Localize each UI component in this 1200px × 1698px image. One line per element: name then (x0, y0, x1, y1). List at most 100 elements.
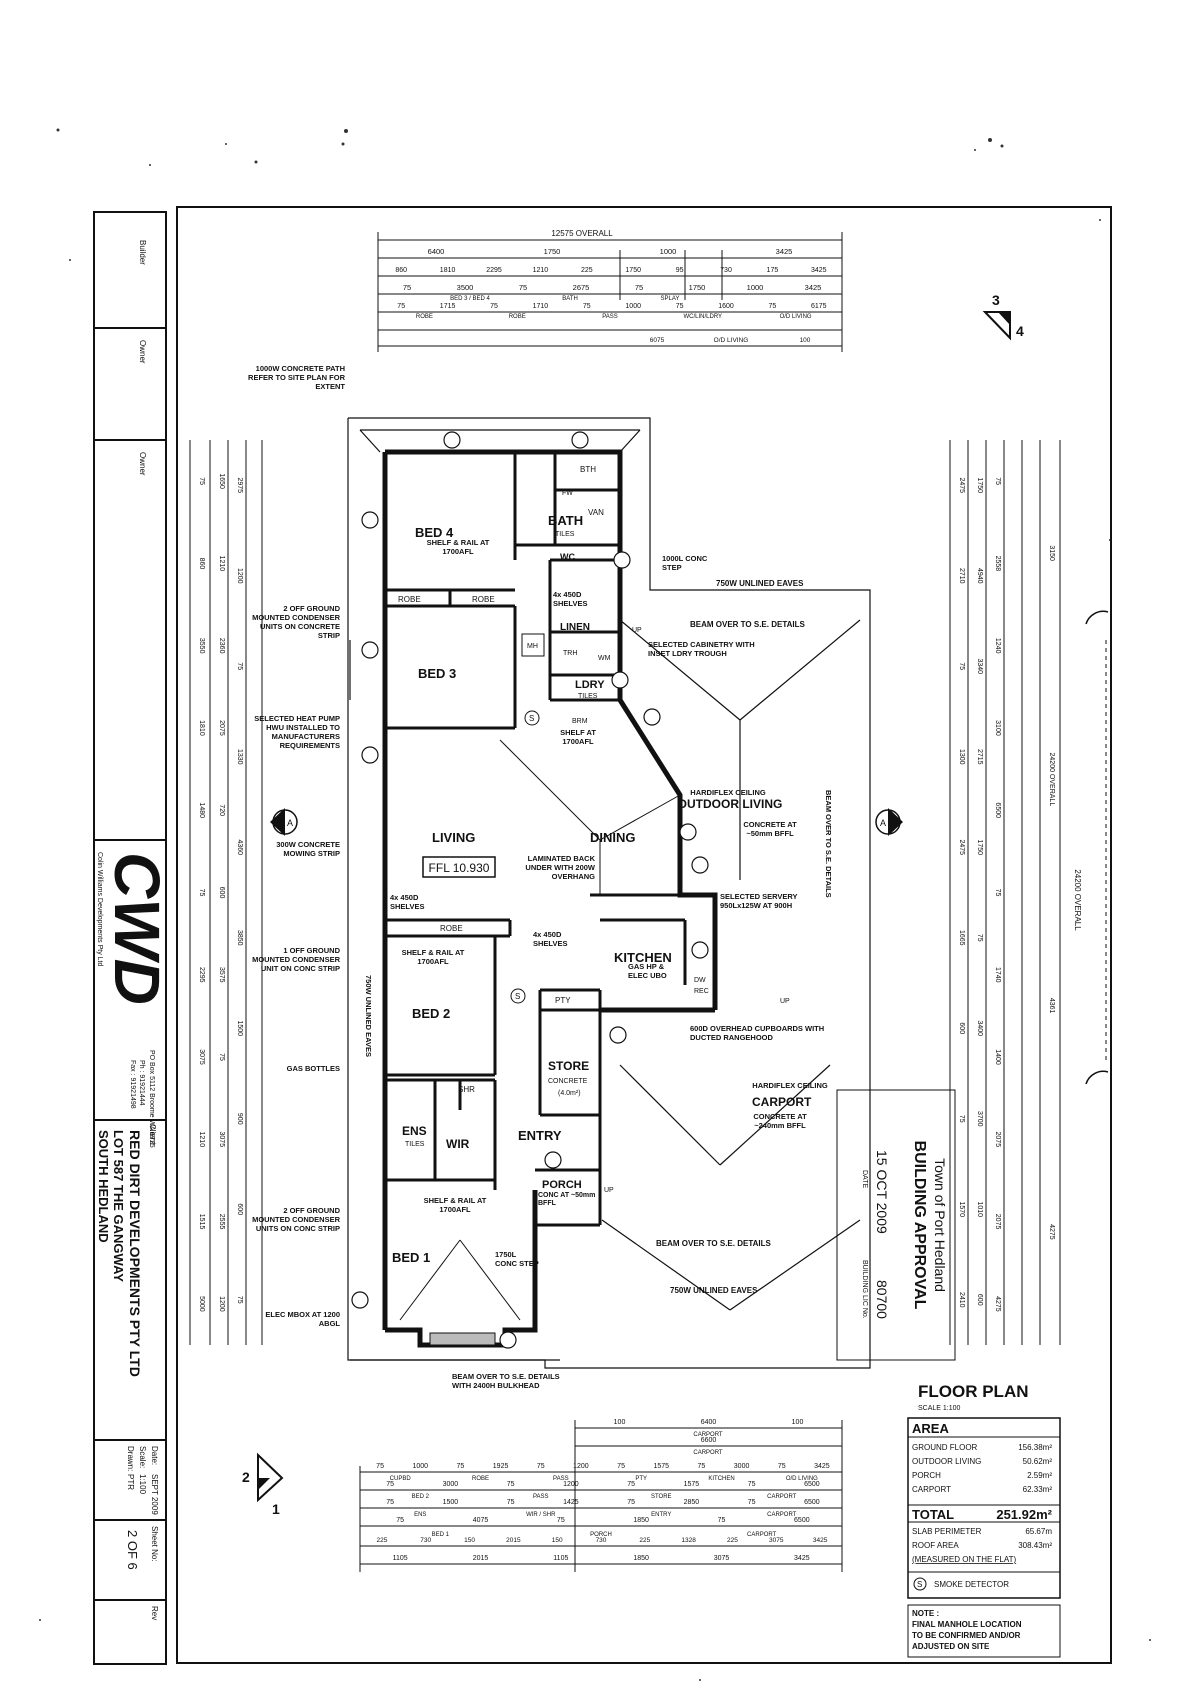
right-dim-a: 1665 (958, 930, 965, 946)
window-tag (571, 431, 589, 449)
right-dim-a: 600 (958, 1022, 965, 1034)
scale-label: Scale: (138, 1446, 147, 1468)
right-dim-c: 75 (994, 889, 1001, 897)
legend-row-value: 62.33m² (1023, 1485, 1053, 1494)
legend-area-table (907, 1417, 1061, 1599)
svg-text:Town of Port Hedland: Town of Port Hedland (932, 1158, 948, 1292)
left-dim-a: 1210 (198, 1132, 205, 1148)
note-cp-conc: CONCRETE AT ~240mm BFFL (753, 1112, 807, 1130)
bottom-dim-row4-sub: STORE (651, 1494, 672, 1500)
svg-text:3: 3 (992, 292, 1000, 308)
bottom-dim-row6: 75 (718, 1517, 726, 1524)
room-store-area: (4.0m²) (558, 1090, 581, 1097)
top-dim-row2: 2295 (486, 267, 502, 274)
bottom-dim-row5-sub: CARPORT (767, 1512, 797, 1518)
room-entry: ENTRY (518, 1128, 562, 1143)
bottom-dim-row7: 3075 (769, 1537, 784, 1544)
top-dim-row2: 1810 (440, 267, 456, 274)
top-dim-row4: 1710 (533, 303, 549, 310)
right-dim-d: 4275 (1048, 1224, 1055, 1240)
bottom-dim-row5: 6500 (804, 1499, 820, 1506)
window-tag (361, 641, 379, 659)
bottom-dim-row3-sub: CUPBD (390, 1476, 412, 1482)
svg-text:DATE: DATE (861, 1170, 868, 1188)
room-bed2: BED 2 (412, 1006, 450, 1021)
owner2-label: Owner (138, 452, 147, 476)
internal-walls (385, 452, 715, 1227)
right-dim-c: 2075 (994, 1214, 1001, 1230)
svg-text:S: S (515, 992, 520, 1001)
room-kitchen: KITCHEN (614, 950, 672, 965)
room-bath-tiles: TILES (555, 531, 575, 538)
annotation-notes: 1000W CONCRETE PATH REFER TO SITE PLAN F… (248, 364, 825, 1390)
bottom-dim-row5: 1425 (563, 1499, 579, 1506)
svg-text:1: 1 (272, 1501, 280, 1517)
top-dim-row4: 75 (397, 303, 405, 310)
note-shelf-rail-1: SHELF & RAIL AT 1700AFL (426, 538, 490, 556)
bottom-dim-row4: 1575 (684, 1481, 700, 1488)
legend-smoke-label: SMOKE DETECTOR (934, 1580, 1009, 1589)
left-dim-a: 75 (198, 477, 205, 485)
room-ldry-tiles: TILES (578, 693, 598, 700)
top-dim-row1: 1000 (660, 247, 677, 256)
bottom-dim-row2-sub: CARPORT (693, 1450, 723, 1456)
right-dim-a: 75 (958, 662, 965, 670)
right-dim-b: 1010 (976, 1201, 983, 1217)
top-dim-row2: 95 (676, 267, 684, 274)
note-beam-right: BEAM OVER TO S.E. DETAILS (824, 790, 833, 898)
right-dim-a: 2410 (958, 1292, 965, 1308)
robe-bed3: ROBE (472, 595, 495, 604)
window-tag (613, 551, 631, 569)
top-dim-row4: 1600 (718, 303, 734, 310)
bottom-dim-row5: 75 (748, 1499, 756, 1506)
top-dim-row3-sub: BATH (562, 296, 578, 302)
ffl-level: FFL 10.930 (429, 861, 490, 875)
date-label: Date: (150, 1446, 159, 1465)
right-dim-b: 1750 (976, 839, 983, 855)
svg-text:4: 4 (1016, 323, 1024, 339)
overall-top-dim: 12575 OVERALL (551, 229, 613, 238)
sheet-value: 2 OF 6 (125, 1530, 140, 1570)
svg-text:BUILDING LIC No.: BUILDING LIC No. (861, 1260, 868, 1319)
bottom-dim-row3: 1925 (493, 1463, 509, 1470)
bulkhead-hatch (429, 1332, 496, 1346)
left-dim-c: 600 (236, 1203, 243, 1215)
shr-label: SHR (458, 1085, 475, 1094)
bottom-dim-row8: 1105 (393, 1555, 408, 1562)
left-dim-b: 2555 (218, 1214, 225, 1230)
legend-row-value: 50.62m² (1023, 1457, 1053, 1466)
section-marker-2-1: 2 1 (242, 1452, 284, 1517)
top-dim-row5: 6075 (650, 337, 665, 344)
bottom-dim-row3: 1575 (653, 1463, 669, 1470)
title-block-frame (93, 211, 167, 1665)
window-tag (679, 823, 697, 841)
roof-outline (347, 417, 871, 1369)
room-wc: WC (560, 552, 575, 562)
right-dim-c: 1240 (994, 638, 1001, 654)
top-dim-row2: 1750 (625, 267, 641, 274)
right-dim-a: 2475 (958, 477, 965, 493)
note-overhead: 600D OVERHEAD CUPBOARDS WITH DUCTED RANG… (690, 1024, 825, 1042)
top-dim-row3: 1000 (747, 283, 764, 292)
right-dim-c: 2558 (994, 556, 1001, 572)
section-marker-3-4: 3 4 (982, 292, 1024, 341)
note-eaves-bottom: 750W UNLINED EAVES (670, 1286, 758, 1295)
top-dim-row2: 3425 (811, 267, 827, 274)
note-eaves-top: 750W UNLINED EAVES (716, 579, 804, 588)
note-gas-hp: GAS HP & ELEC UBO (628, 962, 667, 980)
top-dim-row1: 3425 (776, 247, 793, 256)
note-shelf-rail-3: SHELF & RAIL AT 1700AFL (423, 1196, 487, 1214)
top-dim-row4: 6175 (811, 303, 827, 310)
client-label: Client (148, 1124, 157, 1145)
right-dim-b: 3700 (976, 1111, 983, 1127)
right-dim-b: 3400 (976, 1020, 983, 1036)
top-dim-row3: 3500 (457, 283, 474, 292)
right-dimension-labels: 2475271075130024751665600751570241017504… (958, 477, 1055, 1312)
wm-label: WM (598, 655, 611, 662)
left-dim-c: 75 (236, 1296, 243, 1304)
window-tag (643, 708, 661, 726)
note-servery: SELECTED SERVERY 950Lx125W AT 900H (720, 892, 798, 910)
builder-label: Builder (138, 240, 147, 265)
bottom-dim-row4: 75 (386, 1481, 394, 1488)
